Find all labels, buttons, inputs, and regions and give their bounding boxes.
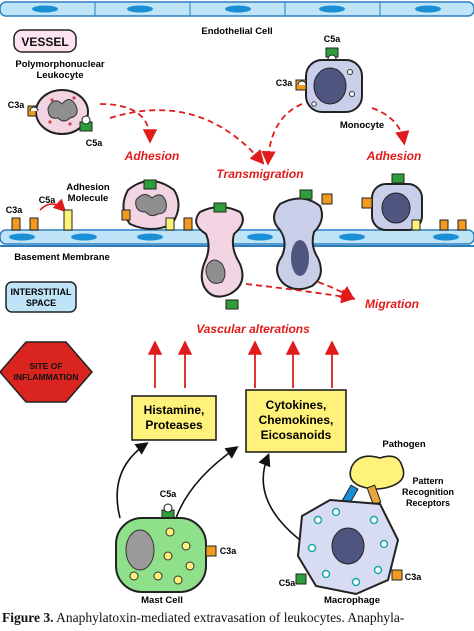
adhesion-arrows — [99, 103, 410, 166]
c3a-receptor-monocyte — [295, 79, 307, 91]
c3a-label-macrophage: C3a — [405, 572, 423, 582]
migration-arrows — [245, 281, 356, 304]
site-of-inflammation-label: SITE OF INFLAMMATION — [0, 341, 93, 403]
prr-label-line3: Receptors — [406, 498, 450, 508]
endothelial-cell-label: Endothelial Cell — [201, 26, 272, 37]
svg-text:Cytokines,: Cytokines, — [266, 398, 327, 412]
pathogen-label: Pathogen — [382, 439, 425, 450]
release-arrows — [116, 442, 301, 541]
c3a-label-mast: C3a — [220, 546, 238, 556]
pmn-label-line1: Polymorphonuclear — [15, 59, 105, 70]
c3a-label-membrane: C3a — [6, 205, 24, 215]
svg-text:SITE OF: SITE OF — [29, 361, 62, 371]
mast-cell-label: Mast Cell — [141, 595, 183, 606]
cytokines-box: Cytokines, Chemokines, Eicosanoids — [245, 389, 347, 453]
c5a-binding-arrow — [39, 198, 67, 213]
svg-text:INFLAMMATION: INFLAMMATION — [14, 372, 79, 382]
basement-membrane-label: Basement Membrane — [14, 252, 110, 263]
pmn-label-line2: Leukocyte — [37, 70, 84, 81]
caption-figure-label: Figure 3. — [2, 610, 54, 625]
monocyte — [305, 59, 363, 113]
monocyte-transmigrating — [273, 189, 333, 291]
macrophage-label: Macrophage — [324, 595, 380, 606]
monocyte-adhering — [361, 173, 423, 231]
c3a-receptor-pmn — [27, 105, 39, 117]
transmigration-label: Transmigration — [216, 167, 303, 181]
c5a-label-macrophage: C5a — [279, 578, 297, 588]
top-endothelium — [0, 1, 474, 17]
c5a-label-pmn: C5a — [86, 138, 104, 148]
svg-text:SPACE: SPACE — [26, 298, 56, 308]
svg-text:Chemokines,: Chemokines, — [259, 413, 334, 427]
svg-text:INTERSTITIAL: INTERSTITIAL — [11, 287, 72, 297]
macrophage — [296, 498, 400, 596]
vessel-label: VESSEL — [13, 29, 77, 53]
c5a-receptor-mast — [161, 503, 175, 520]
vascular-arrows — [147, 340, 340, 388]
monocyte-label: Monocyte — [340, 120, 384, 131]
prr-label-line1: Pattern — [412, 476, 443, 486]
c5a-receptor-macrophage — [295, 573, 307, 585]
c5a-receptor-pmn — [79, 115, 93, 132]
svg-text:VESSEL: VESSEL — [21, 35, 68, 49]
bottom-endothelium — [0, 229, 474, 247]
vascular-alterations-label: Vascular alterations — [196, 322, 310, 336]
svg-text:Histamine,: Histamine, — [144, 403, 205, 417]
interstitial-space-label: INTERSTITIAL SPACE — [5, 281, 77, 313]
c5a-label-membrane: C5a — [39, 195, 57, 205]
adhesion-molecule-line1: Adhesion — [66, 182, 109, 193]
c3a-label-monocyte: C3a — [276, 78, 294, 88]
prr-label-line2: Recognition — [402, 487, 454, 497]
caption-text: Anaphylatoxin-mediated extravasation of … — [56, 610, 405, 625]
svg-text:Eicosanoids: Eicosanoids — [261, 428, 332, 442]
histamine-proteases-box: Histamine, Proteases — [131, 395, 217, 441]
c5a-label-mast: C5a — [160, 489, 178, 499]
pmn-adhering — [121, 179, 180, 231]
pmn-transmigrating — [195, 202, 244, 310]
pathogen — [349, 455, 405, 490]
svg-text:Proteases: Proteases — [145, 418, 203, 432]
c3a-receptor-macrophage — [391, 569, 403, 581]
c5a-label-monocyte: C5a — [324, 34, 342, 44]
adhesion-label-left: Adhesion — [124, 149, 180, 163]
migration-label: Migration — [365, 297, 419, 311]
figure-caption: Figure 3. Anaphylatoxin-mediated extrava… — [2, 610, 474, 631]
adhesion-label-right: Adhesion — [366, 149, 422, 163]
c3a-label-pmn: C3a — [8, 100, 26, 110]
membrane-receptors — [11, 209, 467, 231]
adhesion-molecule-line2: Molecule — [68, 193, 109, 204]
c3a-receptor-mast — [205, 545, 217, 557]
mast-cell — [115, 517, 207, 593]
